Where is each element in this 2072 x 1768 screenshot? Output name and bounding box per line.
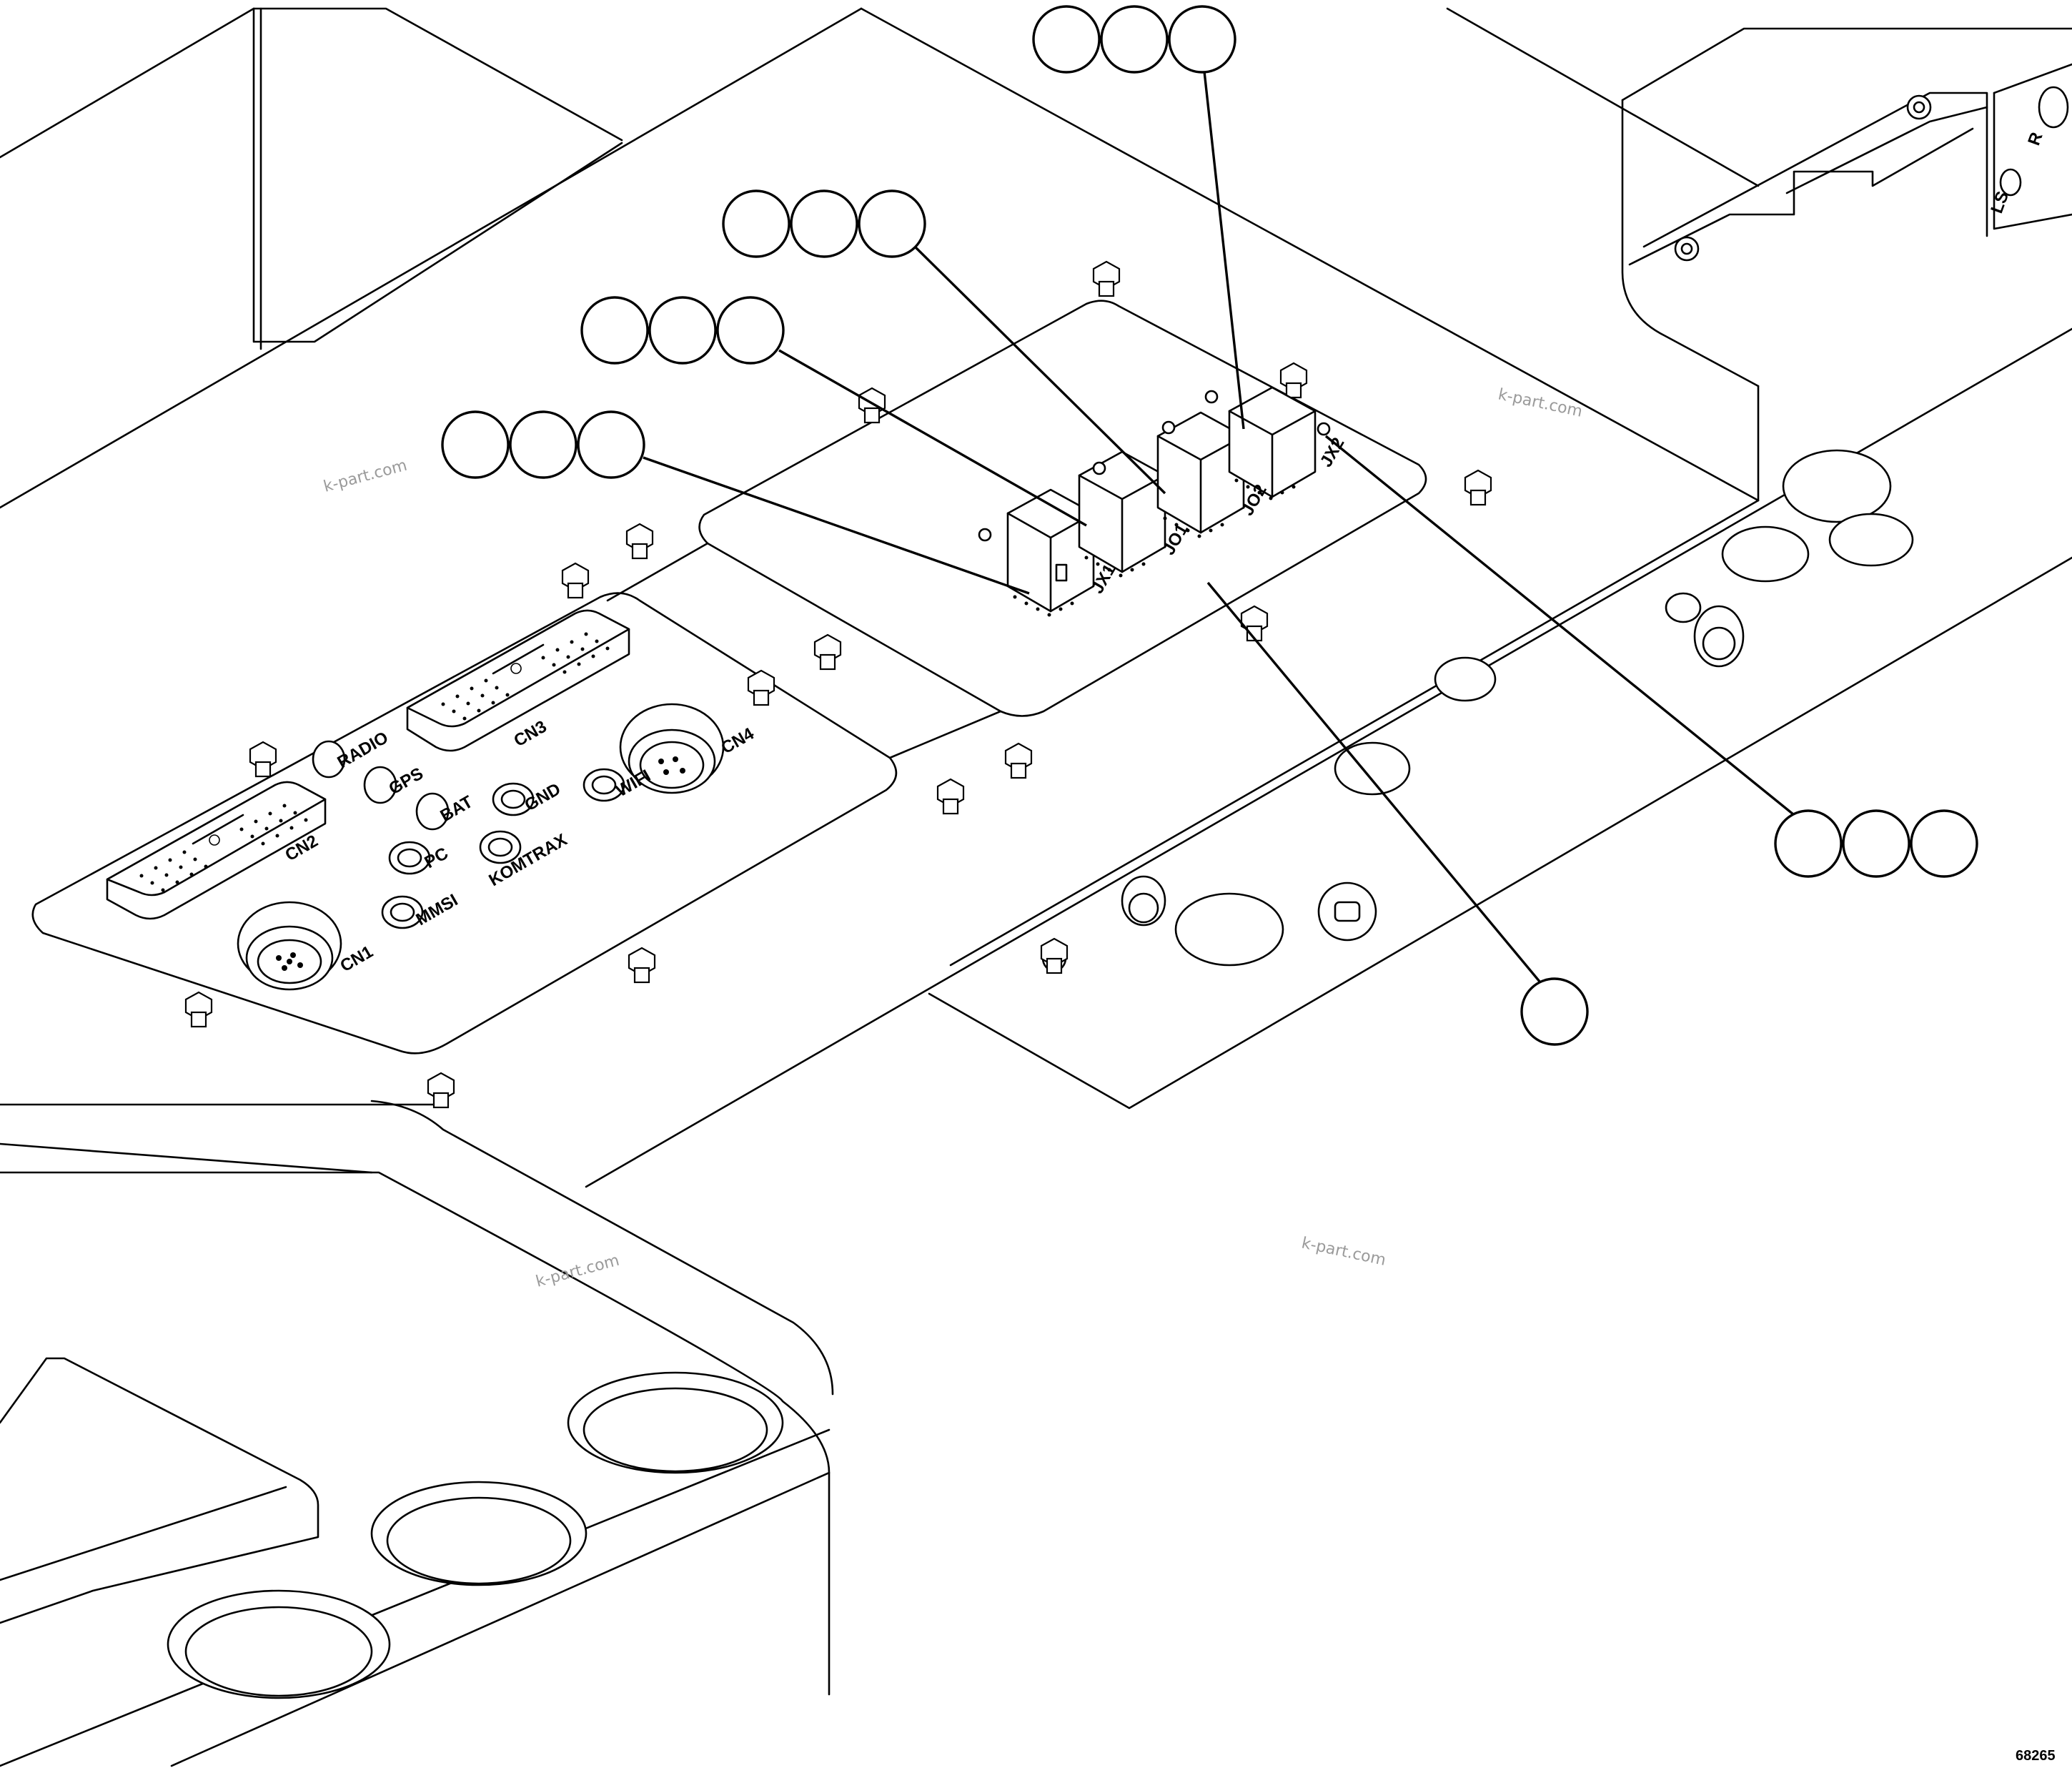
leader-jo2 [913, 245, 1166, 495]
callout-group-5 [1774, 809, 1978, 878]
mounting-nuts [184, 260, 1492, 1109]
cn3-connector [406, 609, 630, 752]
watermark-4: k-part.com [1300, 1234, 1387, 1269]
leader-jx2 [1203, 71, 1245, 430]
panel-label-r: R [2024, 130, 2046, 149]
jx1-connector [978, 488, 1095, 617]
watermark-2: k-part.com [1497, 385, 1584, 420]
callout-group-4 [1032, 5, 1236, 74]
callout-group-1 [441, 410, 645, 479]
cn2-pins [139, 804, 308, 892]
figure-number: 68265 [2016, 1748, 2056, 1764]
cn4-connector [619, 703, 725, 794]
callout-single [1520, 977, 1589, 1046]
small-round-connectors [312, 740, 625, 929]
cn1-connector [237, 901, 342, 991]
leader-plate [1206, 581, 1545, 988]
callout-group-3 [722, 189, 926, 258]
cn3-pins [441, 632, 610, 721]
connector-plate-large [31, 592, 898, 1055]
callout-bubbles [441, 5, 1978, 1046]
watermark-1: k-part.com [322, 457, 409, 496]
leader-jx1 [643, 456, 1030, 595]
watermark-3: k-part.com [534, 1252, 621, 1291]
leader-jo1 [778, 349, 1087, 527]
jo1-connector [1078, 450, 1166, 578]
cab-structure: R LS [0, 7, 2072, 1767]
callout-leaders [643, 71, 1813, 988]
callout-group-2 [580, 296, 785, 365]
leader-bracket [1324, 435, 1813, 831]
cn2-connector [106, 781, 327, 920]
